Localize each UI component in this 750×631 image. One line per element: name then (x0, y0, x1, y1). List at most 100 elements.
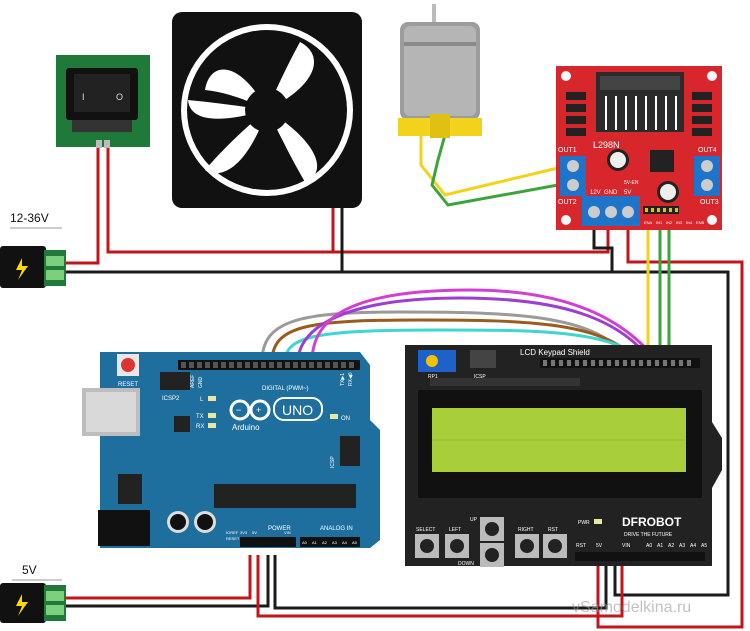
l298n-label: L298N (593, 140, 620, 150)
select-label: SELECT (416, 527, 435, 533)
wire-driver-gnd (592, 225, 614, 272)
left-label: LEFT (449, 527, 461, 533)
v12-label: 12V (590, 190, 601, 196)
watermark: vSamodelkina.ru (572, 599, 691, 616)
right-label: RIGHT (518, 527, 534, 533)
gnd-driver-label: GND (604, 190, 618, 196)
tagline-label: DRIVE THE FUTURE (624, 532, 673, 538)
wire-arduino-shield-red (256, 555, 624, 618)
ena-label: ENA (644, 220, 653, 225)
in1-label: IN1 (656, 220, 663, 225)
wire-motor-green (430, 134, 559, 207)
arduino-uno: RESET ICSP2 AREF GND DIGITAL (PWM~) TX▶1… (82, 352, 380, 548)
keypad (415, 517, 567, 567)
out4-label: OUT4 (698, 147, 717, 154)
vin-pin-label: VIN (284, 530, 291, 535)
cooling-fan (172, 12, 362, 208)
lightning-icon-5v (16, 594, 28, 616)
arduino-label: Arduino (232, 423, 260, 432)
wire-switch-red (106, 145, 610, 254)
v5en-label: 5V-EN (624, 180, 639, 186)
dc-jack (98, 510, 150, 546)
switch-o-label: O (116, 92, 123, 102)
power-header (240, 537, 296, 547)
gnd-header-label: GND (198, 377, 204, 389)
v5-hdr-label: 5V (596, 543, 603, 549)
rp1-label: RP1 (428, 374, 438, 380)
wire-supply-red (63, 145, 100, 265)
supply-low-label: 5V (22, 563, 37, 577)
led-rx-label: RX (196, 424, 204, 430)
pwr-label: PWR (578, 520, 590, 526)
out1-label: OUT1 (558, 147, 577, 154)
dc-motor (398, 4, 482, 138)
led-l-label: L (200, 397, 204, 403)
in4-label: IN4 (686, 220, 693, 225)
l298n-driver: L298N OUT1 OUT4 OUT2 OUT3 12V GND 5V 5V-… (556, 66, 722, 230)
wire-5v-black (63, 555, 270, 608)
switch-i-label: I (82, 92, 85, 102)
a0-label: A0 (302, 540, 308, 545)
out2-label: OUT2 (558, 199, 577, 206)
rocker-switch: I O (56, 55, 150, 148)
wire-magenta (310, 288, 660, 363)
shield-a4-label: A4 (690, 543, 696, 549)
on-label: ON (341, 416, 350, 422)
vin-hdr-label: VIN (622, 543, 631, 549)
lcd-title: LCD Keypad Shield (520, 348, 590, 357)
atmega-chip (214, 484, 356, 508)
v33-label: 3V3 (240, 530, 248, 535)
aref-label: AREF (190, 375, 196, 388)
wire-brown (270, 318, 640, 363)
arduino-logo (229, 399, 271, 421)
arduino-logo-minus: − (236, 405, 241, 415)
a4-label: A4 (342, 540, 348, 545)
wire-arduino-shield-black (273, 555, 608, 610)
wire-supply-black (63, 270, 730, 597)
shield-a1-label: A1 (657, 543, 663, 549)
v5-pin-label: 5V (252, 530, 257, 535)
brand-label: DFROBOT (622, 515, 682, 529)
supply-high-label: 12-36V (10, 211, 49, 225)
lcd-keypad-shield: RP1 ICSP LCD Keypad Shield (405, 345, 722, 567)
icsp2-label: ICSP2 (162, 396, 180, 402)
led-tx-label: TX (196, 414, 204, 420)
arduino-logo-plus: + (256, 405, 261, 415)
reset-label: RESET (118, 382, 138, 388)
down-label: DOWN (458, 561, 474, 567)
fan-hub (245, 88, 289, 132)
a5-label: A5 (352, 540, 358, 545)
wire-5v-red (63, 555, 252, 600)
a3-label: A3 (332, 540, 338, 545)
icsp-label: ICSP (330, 456, 336, 468)
wire-gray (260, 310, 632, 363)
rst-label: RST (548, 527, 558, 533)
wires (63, 134, 744, 629)
up-label: UP (470, 517, 478, 523)
reset-pin-label: RESET (226, 536, 240, 541)
lcd-icsp-label: ICSP (474, 374, 486, 380)
rst-hdr-label: RST (576, 543, 586, 549)
in3-label: IN3 (676, 220, 683, 225)
lightning-icon (16, 258, 28, 280)
power-label: POWER (268, 526, 291, 532)
shield-a2-label: A2 (668, 543, 674, 549)
digital-label: DIGITAL (PWM~) (262, 386, 309, 392)
a2-label: A2 (322, 540, 328, 545)
out3-label: OUT3 (700, 199, 719, 206)
enb-label: ENB (696, 220, 705, 225)
wire-cyan (283, 328, 649, 364)
power-jack-5v: 5V (0, 563, 66, 623)
a1-label: A1 (312, 540, 318, 545)
shield-a0-label: A0 (646, 543, 652, 549)
tx-arrow-label: TX▶1 (340, 373, 346, 386)
rx-arrow-label: RX◀0 (348, 372, 354, 386)
shield-a3-label: A3 (679, 543, 685, 549)
power-jack-12-36v: 12-36V (0, 211, 66, 288)
v5-driver-label: 5V (624, 190, 631, 196)
analog-in-label: ANALOG IN (320, 526, 353, 532)
in2-label: IN2 (666, 220, 673, 225)
uno-label: UNO (282, 402, 313, 418)
shield-a5-label: A5 (701, 543, 707, 549)
